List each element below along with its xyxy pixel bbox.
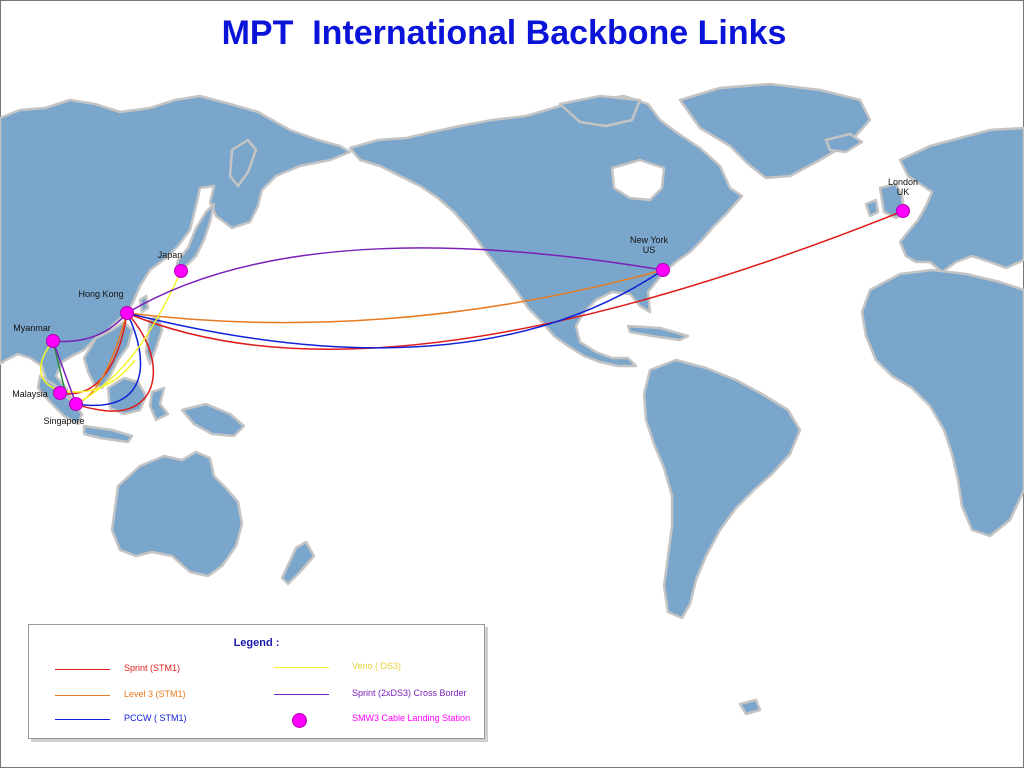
legend-label-pccw: PCCW ( STM1) (124, 713, 187, 723)
route-sprint-hk-london (126, 210, 904, 350)
station-malaysia (53, 386, 67, 400)
city-label-singapore: Singapore (43, 416, 84, 426)
station-singapore (69, 397, 83, 411)
landmass-hudson-bay (610, 158, 666, 202)
landmass-australia (110, 450, 244, 578)
landmass-ireland (864, 198, 880, 218)
route-green-myanmar-malaysia (52, 340, 67, 396)
landmass-africa (860, 268, 1024, 538)
route-sprint-cb-hk-myanmar (52, 312, 128, 343)
legend-swatch-sprint (55, 669, 110, 670)
city-label-myanmar: Myanmar (13, 323, 51, 333)
city-label-japan: Japan (158, 250, 183, 260)
legend-swatch-smw3 (292, 713, 307, 728)
station-hong-kong (120, 306, 134, 320)
landmass-japan (174, 202, 216, 272)
route-pccw-hk-newyork (126, 269, 664, 349)
city-label-malaysia: Malaysia (12, 389, 48, 399)
route-verio-japan-singapore (75, 270, 182, 405)
landmass-new-guinea (180, 402, 246, 438)
legend-label-sprint: Sprint (STM1) (124, 663, 181, 673)
legend-swatch-level3 (55, 695, 110, 696)
landmass-kamchatka (228, 138, 258, 188)
landmass-baffin (558, 94, 642, 128)
station-japan (174, 264, 188, 278)
route-verio-myanmar-loop (40, 340, 136, 393)
landmass-south-america (642, 358, 802, 620)
legend-label-sprint-cb: Sprint (2xDS3) Cross Border (352, 688, 467, 698)
landing-stations (46, 204, 910, 411)
legend-swatch-pccw (55, 719, 110, 720)
landmass-cuba (626, 324, 690, 342)
landmass-iceland (824, 132, 864, 154)
station-new-york (656, 263, 670, 277)
landmass-sulawesi (148, 386, 170, 422)
legend-label-smw3: SMW3 Cable Landing Station (352, 713, 471, 723)
city-label-hong-kong: Hong Kong (78, 289, 123, 299)
route-sprint-cb-hk-newyork (126, 247, 664, 314)
landmass-indochina (82, 320, 134, 390)
legend-swatch-sprint-cb (274, 694, 329, 695)
route-myanmar-singapore (52, 340, 77, 405)
legend-label-level3: Level 3 (STM1) (124, 689, 186, 699)
route-pccw-hk-singapore (75, 312, 142, 407)
legend-label-verio: Verio ( DS3) (352, 661, 402, 671)
landmass-europe (898, 126, 1024, 274)
backbone-routes (40, 210, 904, 412)
route-sprint-hk-singapore-a (75, 312, 155, 412)
land-masses (0, 82, 1024, 716)
landmass-new-zealand (280, 540, 316, 586)
page-title: MPT International Backbone Links (221, 14, 787, 52)
route-level3-hk-newyork (126, 269, 664, 324)
station-london (896, 204, 910, 218)
legend-swatch-verio (274, 667, 329, 668)
landmass-falklands (738, 698, 762, 716)
station-myanmar (46, 334, 60, 348)
legend-title: Legend : (233, 637, 280, 649)
legend: Legend : Sprint (STM1) Verio ( DS3) Level … (28, 624, 485, 739)
landmass-java (82, 424, 134, 444)
